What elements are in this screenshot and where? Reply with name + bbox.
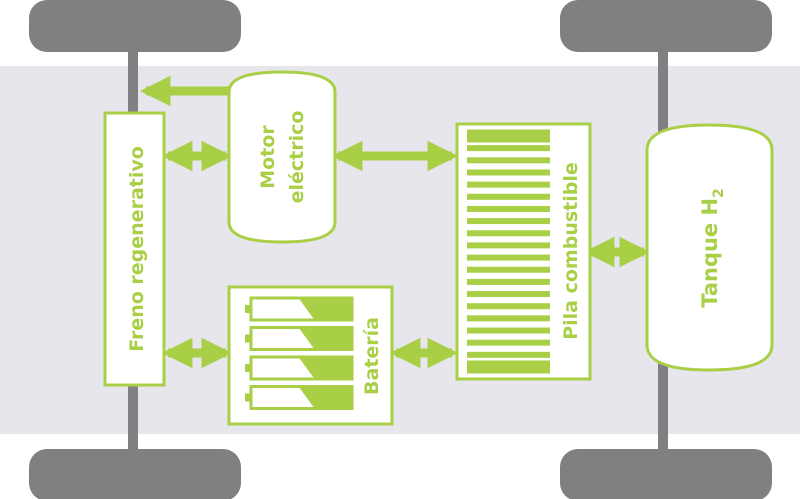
motor-label-line2: eléctrico: [286, 111, 308, 204]
fuel-cell-plate: [467, 339, 550, 346]
fuel-cell-plate: [467, 351, 550, 358]
fuel-cell-plate: [467, 303, 550, 310]
wheel-rear-right: [560, 449, 772, 499]
wheel-front-right: [560, 0, 772, 52]
fuel-cell-plate: [467, 315, 550, 322]
fuel-cell-plate: [467, 278, 550, 285]
wheel-rear-left: [29, 449, 241, 499]
regenerative-brake-label: Freno regenerativo: [126, 146, 148, 352]
regenerative-brake-box: Freno regenerativo: [103, 111, 166, 387]
fuel-cell-plate: [467, 193, 550, 200]
motor-label-line1: Motor: [257, 125, 279, 189]
fuel-cell-plate: [467, 360, 550, 374]
battery-box: Batería: [227, 285, 394, 426]
fuel-cell-plate: [467, 327, 550, 334]
electric-motor-box: Motor eléctrico: [227, 70, 337, 244]
battery-cell: [245, 355, 354, 381]
fuel-cell-plate: [467, 145, 550, 152]
battery-label: Batería: [361, 317, 383, 395]
fuel-cell-plates: [467, 129, 550, 374]
fuel-cell-label: Pila combustible: [560, 162, 582, 340]
fuel-cell-plate: [467, 291, 550, 298]
fuel-cell-plate: [467, 266, 550, 273]
hydrogen-tank: Tanque H2: [645, 123, 774, 372]
fuel-cell-plate: [467, 230, 550, 237]
hydrogen-subscript: 2: [711, 188, 727, 198]
fuel-cell-plate: [467, 157, 550, 164]
wheel-front-left: [29, 0, 241, 52]
hydrogen-tank-label: Tanque H2: [698, 188, 727, 308]
battery-cell: [245, 326, 354, 351]
fuel-cell-plate: [467, 169, 550, 176]
fuel-cell-plate: [467, 181, 550, 188]
fuel-cell-plate: [467, 254, 550, 261]
battery-cell: [245, 385, 354, 410]
fuel-cell-plate: [467, 218, 550, 225]
fuel-cell-box: Pila combustible: [455, 122, 592, 381]
battery-cell: [245, 296, 354, 322]
fuel-cell-plate: [467, 205, 550, 212]
fuel-cell-plate: [467, 129, 550, 143]
fuel-cell-plate: [467, 242, 550, 249]
battery-cells: [245, 296, 354, 410]
